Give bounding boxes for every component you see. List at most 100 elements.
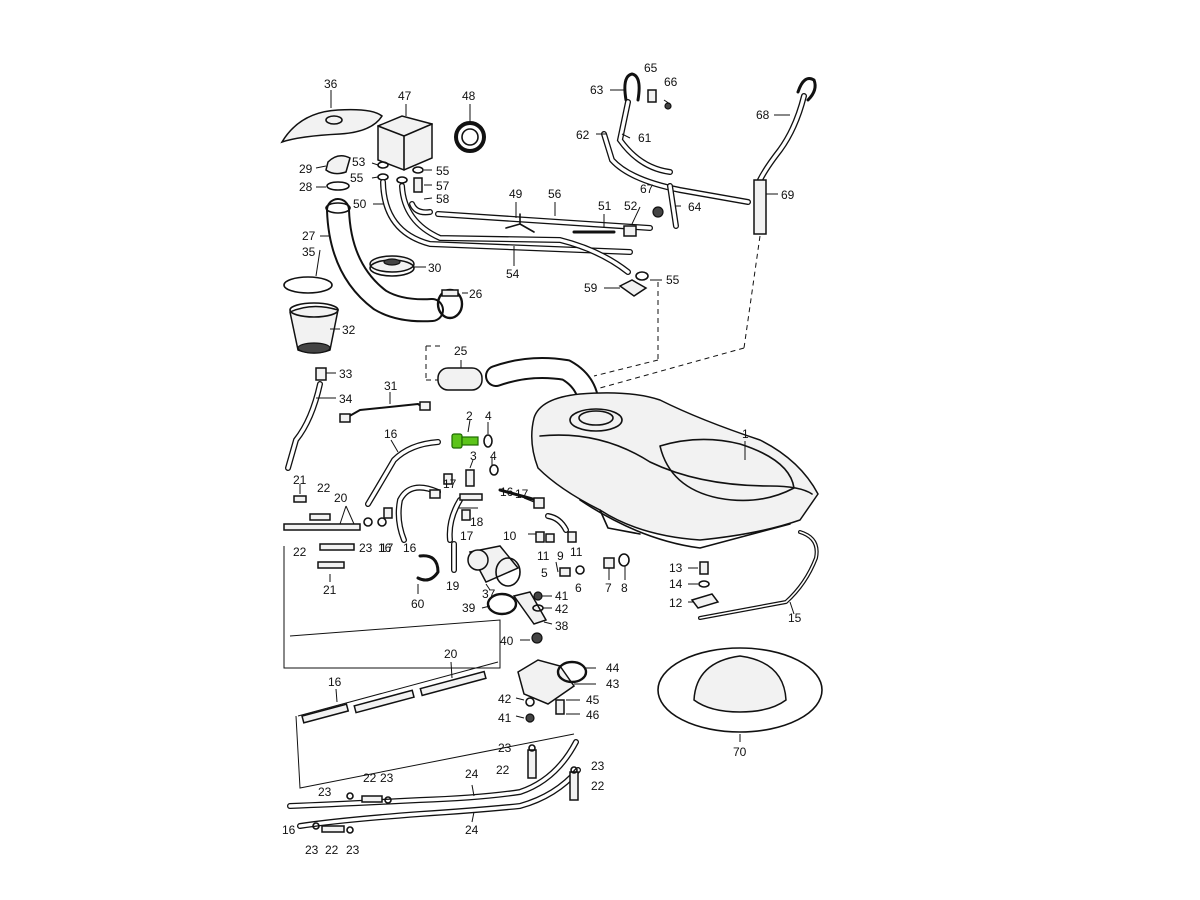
callout-50: 50	[353, 197, 367, 211]
callout-23: 23	[346, 843, 360, 857]
callout-46: 46	[586, 708, 600, 722]
callout-9: 9	[557, 549, 564, 563]
callout-23: 23	[318, 785, 332, 799]
callout-13: 13	[669, 561, 683, 575]
callout-21: 21	[323, 583, 337, 597]
drain-tube	[285, 367, 336, 471]
short-hoses	[283, 484, 387, 582]
callout-16: 16	[378, 541, 392, 555]
pump-clamp	[481, 592, 518, 616]
callout-6: 6	[575, 581, 582, 595]
callout-12: 12	[669, 596, 683, 610]
long-vent-hose	[435, 202, 653, 233]
pump-washers	[520, 591, 552, 644]
callout-59: 59	[584, 281, 598, 295]
callout-35: 35	[302, 245, 316, 259]
long-hose-panel-lower	[287, 715, 581, 834]
callout-37: 37	[482, 587, 496, 601]
strap-mount	[688, 561, 720, 609]
callout-23: 23	[380, 771, 394, 785]
callout-19: 19	[446, 579, 460, 593]
callout-25: 25	[454, 344, 468, 358]
fuel-lines	[365, 439, 538, 543]
callout-32: 32	[342, 323, 356, 337]
tank-strap	[698, 530, 819, 620]
callout-57: 57	[436, 179, 450, 193]
metal-tube	[572, 206, 641, 237]
callout-24: 24	[465, 823, 479, 837]
callout-39: 39	[462, 601, 476, 615]
callout-43: 43	[606, 677, 620, 691]
callout-22: 22	[591, 779, 605, 793]
callout-1: 1	[742, 427, 749, 441]
callout-22: 22	[363, 771, 377, 785]
cap-seal	[316, 181, 350, 191]
callout-40: 40	[500, 634, 514, 648]
callout-7: 7	[605, 581, 612, 595]
callout-31: 31	[384, 379, 398, 393]
callout-54: 54	[506, 267, 520, 281]
callout-11: 11	[570, 545, 583, 559]
callout-69: 69	[781, 188, 795, 202]
callout-18: 18	[470, 515, 484, 529]
callout-62: 62	[576, 128, 590, 142]
callout-22: 22	[325, 843, 339, 857]
callout-21: 21	[293, 473, 307, 487]
callout-16: 16	[403, 541, 417, 555]
banjo-bolt-highlighted	[451, 419, 479, 449]
callout-60: 60	[411, 597, 425, 611]
callout-61: 61	[638, 131, 652, 145]
callout-23: 23	[498, 741, 512, 755]
callout-66: 66	[664, 75, 678, 89]
callout-15: 15	[788, 611, 802, 625]
callout-22: 22	[496, 763, 510, 777]
callout-27: 27	[302, 229, 316, 243]
sealing-washers	[483, 422, 499, 476]
charcoal-canister-box	[377, 104, 433, 171]
callout-16: 16	[282, 823, 296, 837]
callout-55: 55	[436, 164, 450, 178]
long-hose-panel-upper	[283, 546, 501, 724]
callout-42: 42	[498, 692, 512, 706]
callout-26: 26	[469, 287, 483, 301]
hose-clip	[416, 554, 440, 594]
snap-ring	[283, 249, 333, 294]
callout-11: 11	[537, 549, 550, 563]
callout-14: 14	[669, 577, 683, 591]
hollow-bolt	[465, 459, 475, 487]
callout-48: 48	[462, 89, 476, 103]
callout-68: 68	[756, 108, 770, 122]
callout-70: 70	[733, 745, 747, 759]
fuel-tank	[531, 392, 819, 549]
callout-29: 29	[299, 162, 313, 176]
hose-bracket	[604, 271, 662, 297]
callout-67: 67	[640, 182, 654, 196]
callout-16: 16	[500, 485, 514, 499]
filler-cap	[315, 155, 351, 175]
callout-17: 17	[443, 477, 457, 491]
callout-28: 28	[299, 180, 313, 194]
cap-cover	[280, 90, 383, 144]
callout-10: 10	[503, 529, 517, 543]
callout-33: 33	[339, 367, 353, 381]
callout-22: 22	[317, 481, 331, 495]
valve-assembly	[528, 513, 585, 577]
callout-64: 64	[688, 200, 702, 214]
callout-41: 41	[498, 711, 512, 725]
callout-23: 23	[305, 843, 319, 857]
callout-2: 2	[466, 409, 473, 423]
callout-8: 8	[621, 581, 628, 595]
callout-65: 65	[644, 61, 658, 75]
hose-clamp	[436, 288, 468, 320]
callout-23: 23	[591, 759, 605, 773]
callout-24: 24	[465, 767, 479, 781]
callout-17: 17	[460, 529, 474, 543]
callout-3: 3	[470, 449, 477, 463]
vent-hoses	[373, 179, 633, 275]
hose-elbow	[409, 197, 433, 216]
callout-20: 20	[334, 491, 348, 505]
callout-20: 20	[444, 647, 458, 661]
grommet-ring	[454, 104, 486, 153]
vent-pipe-set	[596, 72, 817, 235]
